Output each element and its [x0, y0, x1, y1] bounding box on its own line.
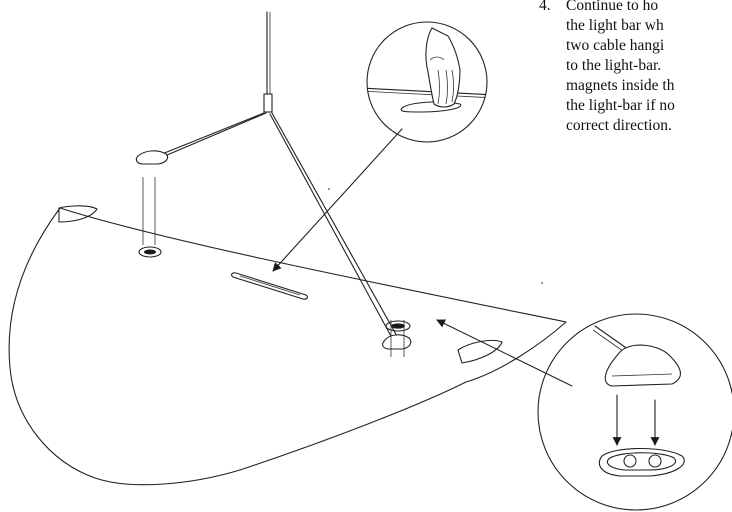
step-number: 4.: [539, 0, 551, 14]
cable-hanger: [135, 11, 412, 350]
instruction-line: to the light-bar.: [566, 57, 662, 74]
instruction-line: the light bar wh: [566, 17, 664, 34]
instruction-line: magnets inside th: [566, 77, 675, 94]
instruction-line: the light-bar if no: [566, 97, 675, 114]
drop-guides: [142, 177, 405, 357]
center-slot: [231, 272, 308, 300]
left-magnet-receptacle: [138, 246, 162, 258]
light-panel: [8, 205, 567, 486]
instruction-line: two cable hangi: [566, 37, 665, 54]
instruction-line: Continue to ho: [566, 0, 659, 14]
callout-arrows: [272, 128, 660, 446]
instruction-line: correct direction.: [566, 117, 672, 134]
magnet-detail-callout: [537, 313, 732, 511]
hand-detail-callout: [366, 21, 488, 143]
